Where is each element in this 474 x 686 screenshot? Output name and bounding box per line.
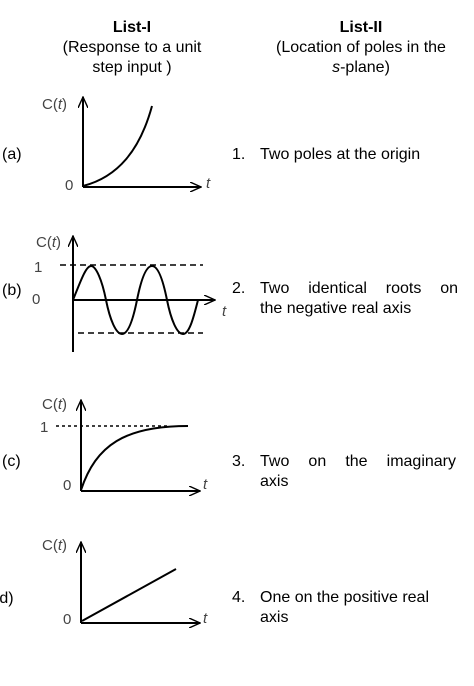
graph-c-curve bbox=[80, 425, 189, 491]
option-2-number: 2. bbox=[232, 280, 246, 297]
graph-c-label: (c) bbox=[2, 453, 21, 470]
graph-b-zero: 0 bbox=[32, 291, 41, 308]
option-3-number: 3. bbox=[232, 453, 246, 470]
graph-c-one: 1 bbox=[40, 419, 49, 436]
list1-subtitle-line2: step input ) bbox=[92, 59, 172, 76]
graph-d-line bbox=[81, 568, 177, 622]
graph-c-xlabel: t bbox=[203, 476, 208, 493]
graph-a-ylabel: C(t) bbox=[42, 96, 67, 113]
list2-title: List-II bbox=[339, 19, 383, 36]
list1-title: List-I bbox=[112, 19, 152, 36]
option-3-line2: axis bbox=[260, 473, 289, 490]
option-2-line2: the negative real axis bbox=[260, 300, 412, 317]
option-3: 3. Two on the imaginary axis bbox=[232, 452, 456, 490]
option-4: 4. One on the positive real axis bbox=[232, 588, 456, 626]
graph-d-zero: 0 bbox=[63, 611, 72, 628]
graph-b-one: 1 bbox=[34, 259, 43, 276]
graph-b-label: (b) bbox=[2, 282, 22, 299]
graph-d-ylabel: C(t) bbox=[42, 537, 67, 554]
graph-c-ylabel: C(t) bbox=[42, 396, 67, 413]
list2-header: List-II (Location of poles in the s-plan… bbox=[248, 18, 474, 78]
option-1-text: Two poles at the origin bbox=[260, 146, 421, 163]
graph-d-xlabel: t bbox=[203, 610, 208, 627]
graph-c-zero: 0 bbox=[63, 477, 72, 494]
graph-d-label: (d) bbox=[0, 590, 14, 607]
option-4-number: 4. bbox=[232, 589, 246, 606]
option-4-line2: axis bbox=[260, 609, 289, 626]
graph-a-label: (a) bbox=[2, 146, 22, 163]
option-4-line1: One on the positive real bbox=[260, 589, 429, 606]
option-3-line1: Two on the imaginary bbox=[260, 453, 456, 470]
list1-header: List-I (Response to a unit step input ) bbox=[12, 18, 252, 78]
option-2: 2. Two identical roots on the negative r… bbox=[232, 279, 458, 317]
graph-a-xlabel: t bbox=[206, 175, 211, 192]
graph-b-curve bbox=[72, 264, 199, 336]
graph-a-curve bbox=[82, 105, 153, 187]
list2-subtitle-line1: (Location of poles in the bbox=[276, 39, 446, 56]
graph-a-zero: 0 bbox=[65, 177, 74, 194]
list2-subtitle-line2: s-plane) bbox=[332, 59, 390, 76]
list1-subtitle-line1: (Response to a unit bbox=[62, 39, 202, 56]
graph-b-ylabel: C(t) bbox=[36, 234, 61, 251]
option-1: 1. Two poles at the origin bbox=[232, 145, 420, 165]
option-2-line1: Two identical roots on bbox=[260, 280, 458, 297]
graph-b-xlabel: t bbox=[222, 303, 227, 320]
option-1-number: 1. bbox=[232, 146, 246, 163]
